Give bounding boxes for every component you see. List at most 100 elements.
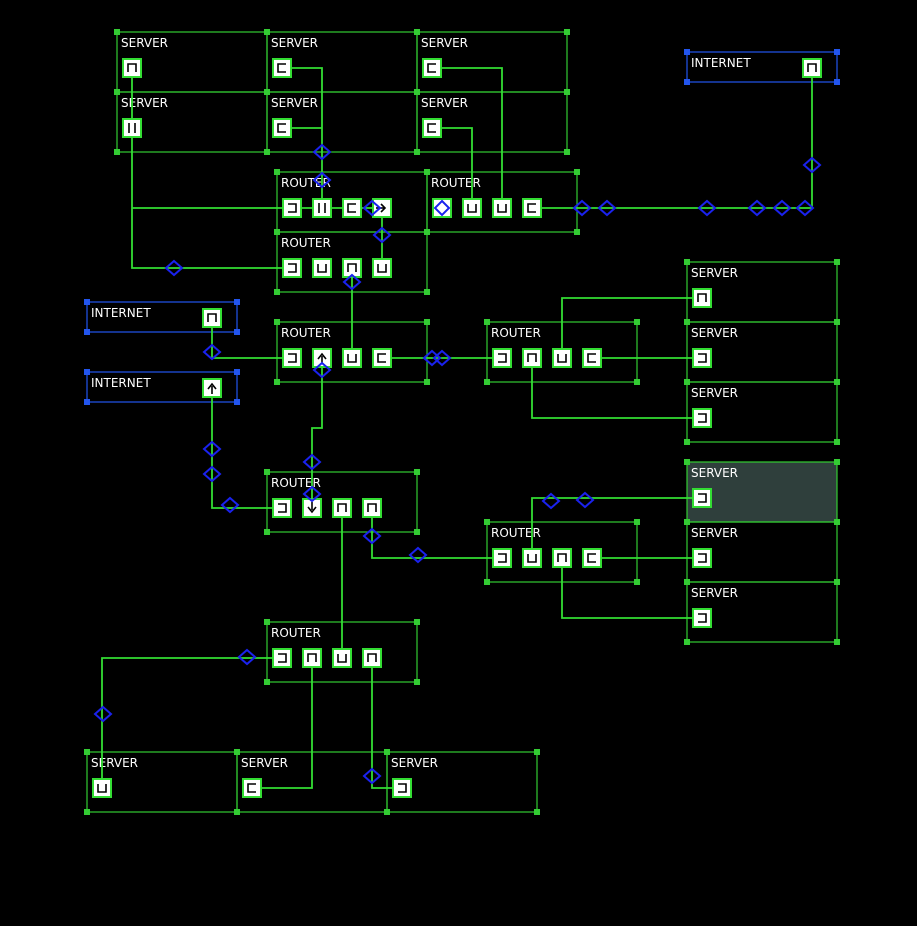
port-16[interactable] — [282, 258, 302, 278]
port-icon[interactable] — [692, 548, 712, 568]
port-icon[interactable] — [282, 348, 302, 368]
port-icon[interactable] — [582, 548, 602, 568]
corner-handle[interactable] — [414, 469, 420, 475]
port-23[interactable] — [312, 348, 332, 368]
corner-handle[interactable] — [264, 679, 270, 685]
port-47[interactable] — [362, 648, 382, 668]
corner-handle[interactable] — [234, 809, 240, 815]
port-43[interactable] — [692, 608, 712, 628]
diamond-marker-icon[interactable] — [802, 156, 822, 174]
port-8[interactable] — [282, 198, 302, 218]
internet-box-7[interactable]: INTERNET — [684, 49, 840, 85]
server-box-14[interactable]: SERVER — [684, 379, 840, 445]
port-icon[interactable] — [422, 58, 442, 78]
corner-handle[interactable] — [264, 89, 270, 95]
corner-handle[interactable] — [84, 369, 90, 375]
port-icon[interactable] — [122, 118, 142, 138]
port-icon[interactable] — [692, 288, 712, 308]
corner-handle[interactable] — [834, 459, 840, 465]
router-box-21[interactable]: ROUTER — [264, 469, 420, 535]
corner-handle[interactable] — [634, 579, 640, 585]
diamond-marker-icon[interactable] — [312, 143, 332, 161]
port-36[interactable] — [362, 498, 382, 518]
port-icon[interactable] — [362, 498, 382, 518]
diamond-marker-icon[interactable] — [795, 199, 815, 217]
corner-handle[interactable] — [274, 379, 280, 385]
port-6[interactable] — [422, 118, 442, 138]
port-37[interactable] — [492, 548, 512, 568]
port-46[interactable] — [332, 648, 352, 668]
router-box-9[interactable]: ROUTER — [424, 169, 580, 235]
port-icon[interactable] — [692, 608, 712, 628]
port-38[interactable] — [522, 548, 542, 568]
diamond-marker-icon[interactable] — [220, 496, 240, 514]
corner-handle[interactable] — [384, 809, 390, 815]
corner-handle[interactable] — [684, 49, 690, 55]
port-15[interactable] — [522, 198, 542, 218]
port-5[interactable] — [272, 118, 292, 138]
port-icon[interactable] — [272, 498, 292, 518]
corner-handle[interactable] — [274, 319, 280, 325]
port-icon[interactable] — [522, 198, 542, 218]
diamond-marker-icon[interactable] — [408, 546, 428, 564]
diamond-marker-icon[interactable] — [312, 171, 332, 189]
port-icon[interactable] — [552, 348, 572, 368]
corner-handle[interactable] — [834, 49, 840, 55]
corner-handle[interactable] — [424, 289, 430, 295]
port-42[interactable] — [692, 548, 712, 568]
port-icon[interactable] — [552, 548, 572, 568]
corner-handle[interactable] — [834, 259, 840, 265]
diamond-marker-icon[interactable] — [202, 440, 222, 458]
diamond-marker-icon[interactable] — [202, 465, 222, 483]
corner-handle[interactable] — [84, 749, 90, 755]
port-39[interactable] — [552, 548, 572, 568]
corner-handle[interactable] — [834, 319, 840, 325]
corner-handle[interactable] — [684, 319, 690, 325]
port-35[interactable] — [332, 498, 352, 518]
corner-handle[interactable] — [684, 259, 690, 265]
port-34[interactable] — [302, 498, 322, 518]
corner-handle[interactable] — [274, 169, 280, 175]
port-icon[interactable] — [312, 258, 332, 278]
port-13[interactable] — [462, 198, 482, 218]
port-28[interactable] — [552, 348, 572, 368]
corner-handle[interactable] — [234, 299, 240, 305]
corner-handle[interactable] — [84, 299, 90, 305]
corner-handle[interactable] — [564, 149, 570, 155]
corner-handle[interactable] — [264, 29, 270, 35]
corner-handle[interactable] — [564, 29, 570, 35]
port-3[interactable] — [422, 58, 442, 78]
corner-handle[interactable] — [414, 89, 420, 95]
corner-handle[interactable] — [684, 79, 690, 85]
port-31[interactable] — [692, 348, 712, 368]
port-icon[interactable] — [272, 58, 292, 78]
port-50[interactable] — [392, 778, 412, 798]
corner-handle[interactable] — [484, 319, 490, 325]
corner-handle[interactable] — [234, 369, 240, 375]
port-icon[interactable] — [422, 118, 442, 138]
corner-handle[interactable] — [684, 639, 690, 645]
port-27[interactable] — [522, 348, 542, 368]
port-33[interactable] — [272, 498, 292, 518]
port-10[interactable] — [342, 198, 362, 218]
diamond-marker-icon[interactable] — [302, 485, 322, 503]
corner-handle[interactable] — [834, 519, 840, 525]
corner-handle[interactable] — [114, 149, 120, 155]
diamond-marker-icon[interactable] — [237, 648, 257, 666]
port-icon[interactable] — [332, 648, 352, 668]
corner-handle[interactable] — [424, 169, 430, 175]
port-24[interactable] — [342, 348, 362, 368]
corner-handle[interactable] — [84, 329, 90, 335]
corner-handle[interactable] — [234, 399, 240, 405]
port-icon[interactable] — [492, 548, 512, 568]
corner-handle[interactable] — [834, 579, 840, 585]
server-box-26[interactable]: SERVER — [384, 749, 540, 815]
corner-handle[interactable] — [424, 229, 430, 235]
diamond-marker-icon[interactable] — [772, 199, 792, 217]
port-icon[interactable] — [282, 198, 302, 218]
port-icon[interactable] — [342, 348, 362, 368]
internet-box-11[interactable]: INTERNET — [84, 299, 240, 335]
corner-handle[interactable] — [274, 289, 280, 295]
corner-handle[interactable] — [834, 379, 840, 385]
corner-handle[interactable] — [384, 749, 390, 755]
